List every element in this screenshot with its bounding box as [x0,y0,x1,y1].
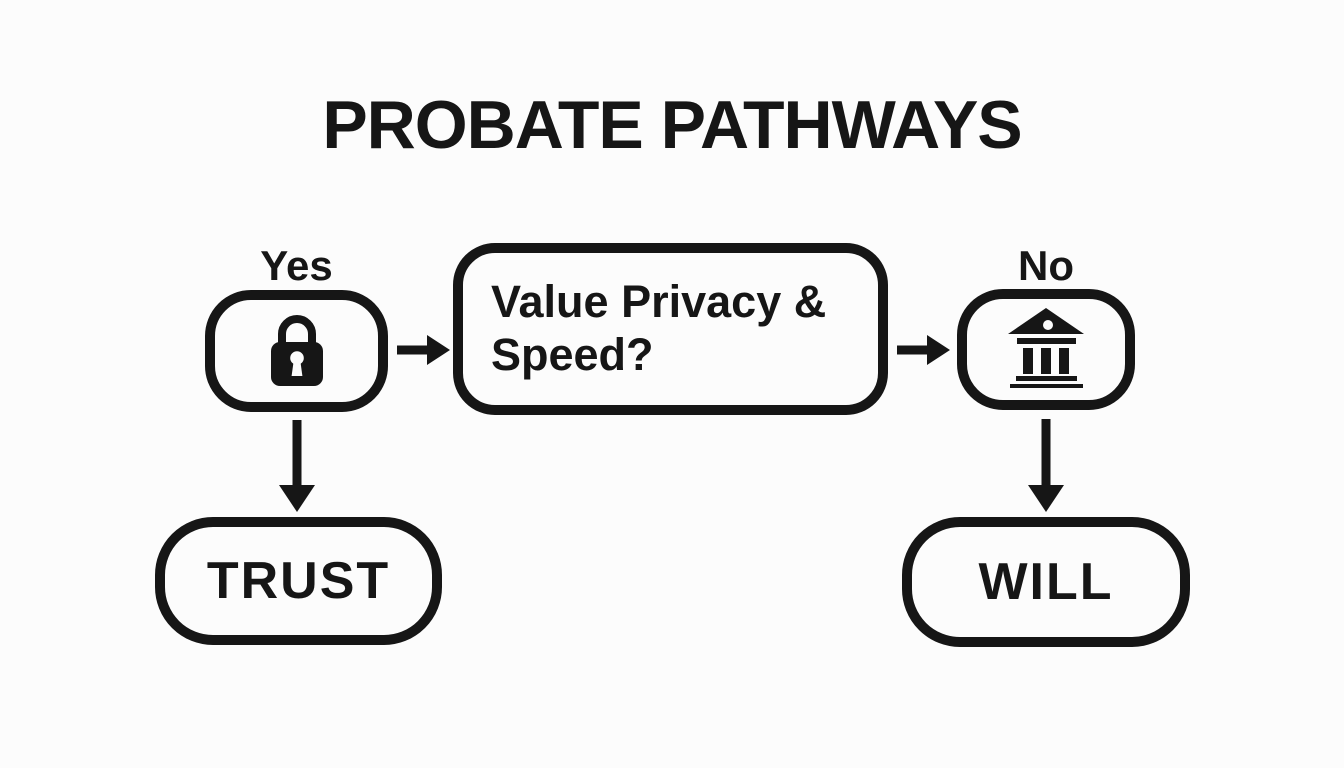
arrow-question-to-bank [897,335,950,365]
outcome-trust-label: TRUST [206,552,391,610]
node-outcome-trust: TRUST [155,517,442,645]
arrow-lock-to-question [397,335,450,365]
page-title: PROBATE PATHWAYS [322,87,1022,163]
lock-icon [266,312,328,386]
branch-label-yes: Yes [260,242,333,289]
outcome-will-label: WILL [978,553,1114,611]
bank-icon [1005,306,1087,388]
node-question: Value Privacy & Speed? [453,243,888,415]
arrow-bank-to-will [1028,419,1064,512]
node-probate-court [957,289,1135,410]
arrow-lock-to-trust [279,420,315,512]
node-privacy-lock [205,290,388,412]
branch-label-no: No [1018,242,1074,289]
question-label: Value Privacy & Speed? [491,276,827,380]
node-outcome-will: WILL [902,517,1190,647]
